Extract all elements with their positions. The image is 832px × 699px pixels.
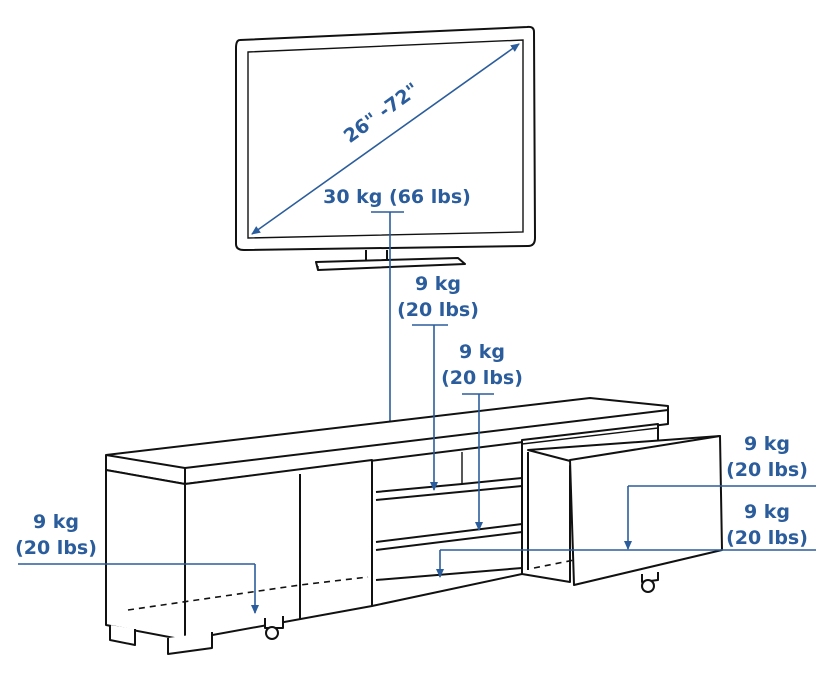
left-compartment-kg-label: 9 kg [33, 511, 79, 533]
left-compartment-lbs-label: (20 lbs) [15, 537, 97, 559]
shelf-upper-lbs-label: (20 lbs) [397, 299, 479, 321]
left-compartment-arrow [18, 563, 259, 614]
drawer-top-kg-label: 9 kg [744, 433, 790, 455]
shelf-upper-kg-label: 9 kg [415, 273, 461, 295]
drawer-bottom-kg-label: 9 kg [744, 501, 790, 523]
shelf-upper-arrow [412, 324, 448, 491]
bottom-shelf-arrow [436, 549, 816, 578]
shelf-middle-arrow [462, 393, 494, 531]
drawer-top-arrow [624, 485, 816, 550]
shelf-middle-kg-label: 9 kg [459, 341, 505, 363]
shelf-middle-lbs-label: (20 lbs) [441, 367, 523, 389]
drawer-top-lbs-label: (20 lbs) [726, 459, 808, 481]
tv-load-arrow [371, 211, 404, 434]
tv-size-arrow [251, 43, 520, 235]
castor-icon [641, 572, 659, 593]
tv-bench [105, 397, 723, 655]
tv-load-label: 30 kg (66 lbs) [323, 186, 471, 208]
television [235, 25, 536, 271]
castor-icon [264, 616, 284, 640]
drawer-bottom-lbs-label: (20 lbs) [726, 527, 808, 549]
